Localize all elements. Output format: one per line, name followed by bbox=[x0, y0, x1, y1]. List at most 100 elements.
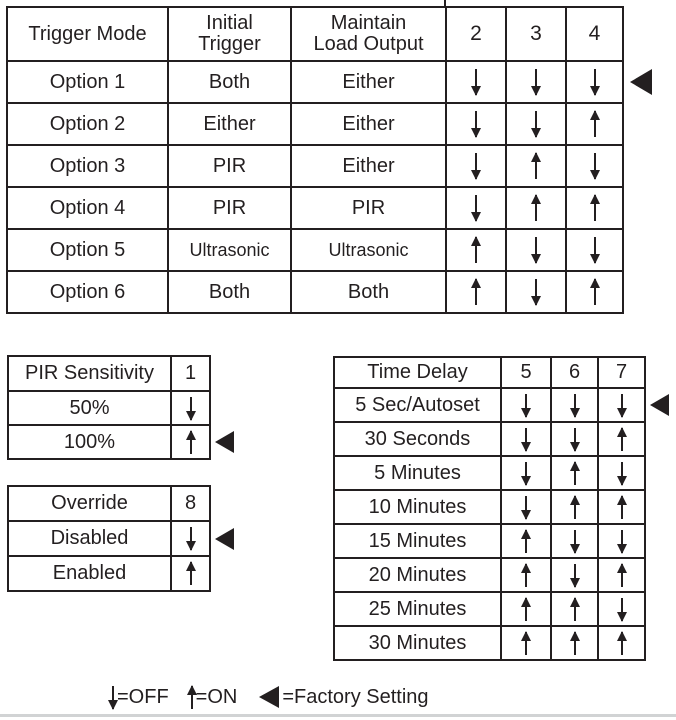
override-option-cell: Disabled bbox=[7, 520, 172, 557]
down-arrow-icon bbox=[108, 685, 118, 710]
switch-7-cell bbox=[597, 489, 646, 525]
switch-arrow-icon bbox=[521, 596, 531, 621]
maintain-load-cell: Either bbox=[290, 102, 447, 146]
switch-arrow-icon bbox=[569, 427, 580, 452]
switch-2-column-header: 2 bbox=[445, 6, 507, 62]
switch-2-cell bbox=[445, 60, 507, 104]
switch-arrow-icon bbox=[185, 396, 196, 421]
pir-sensitivity-title: PIR Sensitivity bbox=[7, 355, 172, 392]
switch-7-cell bbox=[597, 455, 646, 491]
switch-5-cell bbox=[500, 455, 552, 491]
switch-5-cell bbox=[500, 387, 552, 423]
switch-6-cell bbox=[550, 625, 599, 661]
table-row: 30 Seconds bbox=[333, 421, 646, 457]
switch-7-cell bbox=[597, 557, 646, 593]
switch-2-cell bbox=[445, 270, 507, 314]
switch-arrow-icon bbox=[569, 460, 580, 485]
switch-2-cell bbox=[445, 102, 507, 146]
initial-trigger-cell: Either bbox=[167, 102, 292, 146]
switch-arrow-icon bbox=[531, 194, 541, 221]
switch-arrow-icon bbox=[521, 427, 531, 452]
table-row: Disabled bbox=[7, 520, 234, 557]
table-row: Enabled bbox=[7, 555, 211, 592]
trigger-mode-table: Trigger Mode Initial Trigger Maintain Lo… bbox=[6, 6, 652, 314]
switch-5-cell bbox=[500, 591, 552, 627]
override-table-header-row: Override 8 bbox=[7, 485, 211, 522]
maintain-load-cell: Ultrasonic bbox=[290, 228, 447, 272]
switch-arrow-icon bbox=[589, 194, 600, 221]
switch-3-cell bbox=[505, 60, 567, 104]
switch-arrow-icon bbox=[569, 393, 580, 418]
legend-factory-setting: =Factory Setting bbox=[259, 685, 429, 709]
override-option-cell: Enabled bbox=[7, 555, 172, 592]
switch-arrow-icon bbox=[616, 393, 627, 418]
option-name-cell: Option 5 bbox=[6, 228, 169, 272]
factory-setting-marker bbox=[630, 69, 652, 95]
maintain-load-cell: Both bbox=[290, 270, 447, 314]
time-delay-header-row: Time Delay 5 6 7 bbox=[333, 356, 646, 389]
switch-5-cell bbox=[500, 557, 552, 593]
maintain-load-cell: Either bbox=[290, 144, 447, 188]
table-row: 25 Minutes bbox=[333, 591, 646, 627]
switch-arrow-icon bbox=[616, 494, 627, 519]
switch-7-cell bbox=[597, 387, 669, 423]
table-row: Option 1 Both Either bbox=[6, 60, 652, 104]
switch-8-column-header: 8 bbox=[170, 485, 211, 522]
switch-4-cell bbox=[565, 60, 652, 104]
switch-5-cell bbox=[500, 489, 552, 525]
switch-arrow-icon bbox=[521, 630, 531, 655]
option-name-cell: Option 4 bbox=[6, 186, 169, 230]
pir-option-cell: 50% bbox=[7, 390, 172, 426]
switch-5-cell bbox=[500, 421, 552, 457]
override-table: Override 8 Disabled Enabled bbox=[7, 485, 234, 592]
option-name-cell: Option 1 bbox=[6, 60, 169, 104]
switch-arrow-icon bbox=[531, 69, 541, 96]
time-delay-option-cell: 20 Minutes bbox=[333, 557, 502, 593]
maintain-load-output-column-header: Maintain Load Output bbox=[290, 6, 447, 62]
switch-4-cell bbox=[565, 144, 624, 188]
switch-arrow-icon bbox=[471, 111, 481, 138]
switch-4-cell bbox=[565, 228, 624, 272]
switch-arrow-icon bbox=[471, 278, 481, 305]
table-row: Option 3 PIR Either bbox=[6, 144, 624, 188]
initial-trigger-cell: Both bbox=[167, 60, 292, 104]
switch-arrow-icon bbox=[589, 153, 600, 180]
option-name-cell: Option 6 bbox=[6, 270, 169, 314]
switch-3-cell bbox=[505, 228, 567, 272]
switch-arrow-icon bbox=[569, 596, 580, 621]
switch-5-cell bbox=[500, 523, 552, 559]
legend: =OFF =ON =Factory Setting bbox=[108, 682, 429, 712]
switch-3-cell bbox=[505, 186, 567, 230]
switch-2-cell bbox=[445, 228, 507, 272]
switch-6-cell bbox=[550, 421, 599, 457]
switch-1-cell bbox=[170, 390, 211, 426]
switch-3-column-header: 3 bbox=[505, 6, 567, 62]
switch-8-cell bbox=[170, 520, 234, 557]
time-delay-table: Time Delay 5 6 7 5 Sec/Autoset 30 Second… bbox=[333, 356, 669, 661]
switch-arrow-icon bbox=[531, 237, 541, 264]
switch-arrow-icon bbox=[616, 562, 627, 587]
switch-arrow-icon bbox=[521, 393, 531, 418]
switch-arrow-icon bbox=[471, 195, 481, 222]
switch-1-cell bbox=[170, 424, 234, 460]
table-row: 10 Minutes bbox=[333, 489, 646, 525]
option-name-cell: Option 3 bbox=[6, 144, 169, 188]
switch-7-column-header: 7 bbox=[597, 356, 646, 389]
switch-1-column-header: 1 bbox=[170, 355, 211, 392]
switch-arrow-icon bbox=[185, 429, 196, 454]
switch-arrow-icon bbox=[589, 110, 600, 137]
table-row: Option 5 Ultrasonic Ultrasonic bbox=[6, 228, 624, 272]
time-delay-option-cell: 5 Sec/Autoset bbox=[333, 387, 502, 423]
switch-arrow-icon bbox=[616, 426, 627, 451]
legend-on-label: =ON bbox=[195, 685, 238, 708]
trigger-table-header-row: Trigger Mode Initial Trigger Maintain Lo… bbox=[6, 6, 624, 62]
time-delay-option-cell: 30 Seconds bbox=[333, 421, 502, 457]
switch-7-cell bbox=[597, 625, 646, 661]
legend-factory-label: =Factory Setting bbox=[282, 685, 429, 708]
switch-arrow-icon bbox=[531, 279, 541, 306]
table-row: 100% bbox=[7, 424, 234, 460]
switch-7-cell bbox=[597, 591, 646, 627]
time-delay-option-cell: 15 Minutes bbox=[333, 523, 502, 559]
switch-3-cell bbox=[505, 102, 567, 146]
